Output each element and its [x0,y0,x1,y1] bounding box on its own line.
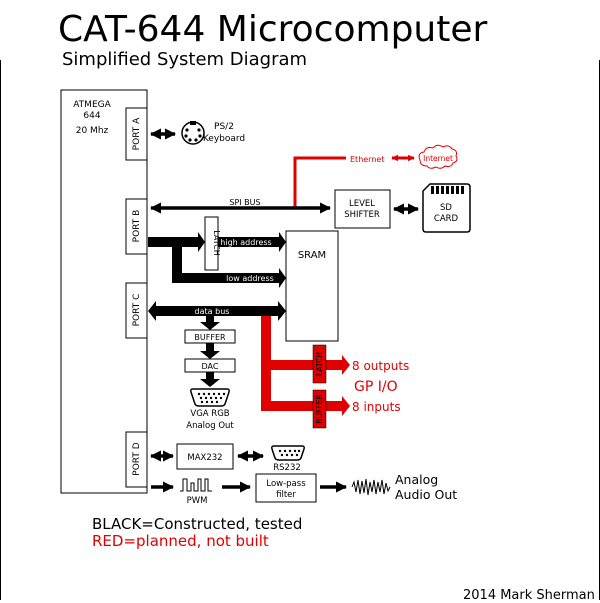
internet-label: Internet [423,154,453,163]
credit-text: 2014 Mark Sherman [463,588,595,603]
high-address-label: high address [220,238,271,247]
buffer-to-dac-arrow [200,343,220,359]
ps2-connector-icon [181,121,205,145]
rs232-connector-icon [271,445,305,461]
max232-box [176,443,234,470]
gpio-buffer-label: BUFFER [315,394,324,423]
page-title: CAT-644 Microcomputer [58,9,488,50]
gpio-buffer-box [312,389,327,429]
spi-bus-label: SPI BUS [229,198,260,207]
address-latch-label: LATCH [212,230,221,256]
gpio-latch-label: LATCH [315,352,324,376]
lowpass-label-2: filter [276,490,296,500]
port-a-box [125,107,148,161]
level-shifter-label-2: SHIFTER [344,210,380,220]
max232-label: MAX232 [187,453,222,463]
port-b-to-latch-arrow [148,232,205,252]
ethernet-line [293,156,346,207]
sram-label: SRAM [298,250,326,261]
keyboard-label-1: PS/2 [214,122,234,132]
sd-card-label-1: SD [440,203,452,213]
outputs-label: 8 outputs [352,359,409,373]
audio-label-2: Audio Out [395,487,457,502]
level-shifter-label-1: LEVEL [349,199,375,209]
pwm-label: PWM [187,496,208,506]
port-c-box [125,282,148,339]
rs232-label: RS232 [273,463,301,473]
sram-box [285,230,339,342]
data-bus-label: data bus [195,307,230,316]
page-subtitle: Simplified System Diagram [62,49,308,70]
mcu-label-2: 644 [83,111,100,121]
port-d-label: PORT D [132,442,142,475]
port-d-box [125,431,148,488]
ethernet-label: Ethernet [350,155,384,164]
lowpass-label-1: Low-pass [266,479,306,489]
low-address-arrow [172,247,286,288]
buffer-label: BUFFER [194,333,226,342]
port-b-box [125,198,148,255]
keyboard-label-2: Keyboard [203,134,245,144]
lowpass-filter-box [255,473,317,503]
inputs-arrow [261,370,350,416]
gpio-label: GP I/O [354,379,398,395]
dac-to-vga-arrow [200,372,220,387]
legend-planned: RED=planned, not built [92,532,269,550]
pwm-waveform-icon [180,478,212,492]
vga-label-1: VGA RGB [190,409,229,419]
port-a-label: PORT A [132,117,142,150]
gpio-latch-box [312,344,327,384]
port-b-label: PORT B [132,210,142,243]
sd-card-icon [422,183,471,233]
high-address-arrow [218,232,286,252]
port-c-label: PORT C [132,294,142,327]
level-shifter-box [334,189,391,229]
audio-waveform-icon [351,478,391,496]
internet-cloud-icon [418,144,458,169]
vga-label-2: Analog Out [186,421,234,431]
dac-label: DAC [202,362,219,371]
inputs-label: 8 inputs [352,400,401,414]
outputs-arrow [261,316,350,375]
legend-built: BLACK=Constructed, tested [92,515,303,533]
mcu-label-3: 20 Mhz [76,126,109,136]
low-address-label: low address [226,274,274,283]
sd-card-label-2: CARD [434,214,459,224]
audio-label-1: Analog [395,472,438,487]
vga-connector-icon [190,388,230,407]
data-bus-to-buffer-arrow [200,316,220,330]
data-bus-arrow [148,301,286,321]
mcu-label-1: ATMEGA [73,100,111,110]
